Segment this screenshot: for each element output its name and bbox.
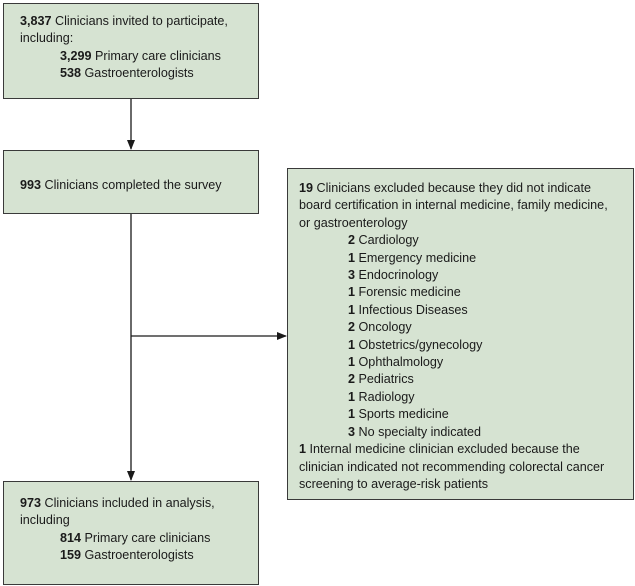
included-heading: 973 Clinicians included in analysis, (20, 495, 258, 512)
invited-count: 3,837 (20, 14, 52, 28)
excluded-item: 2 Oncology (299, 319, 627, 336)
excluded-item-label: No specialty indicated (358, 424, 482, 439)
excluded-item-count: 2 (348, 320, 356, 335)
invited-box: 3,837 Clinicians invited to participate,… (3, 3, 259, 99)
invited-heading: 3,837 Clinicians invited to participate, (20, 13, 258, 30)
excluded-second-line: screening to average-risk patients (299, 476, 489, 491)
excluded-item: 1 Obstetrics/gynecology (299, 337, 627, 354)
excluded-item: 3 No specialty indicated (299, 424, 627, 441)
excluded-text-line: or gastroenterology (299, 215, 408, 230)
included-box: 973 Clinicians included in analysis, inc… (3, 481, 259, 585)
invited-item-label: Gastroenterologists (84, 66, 194, 81)
excluded-item-label: Sports medicine (358, 407, 449, 422)
excluded-heading: 19 Clinicians excluded because they did … (299, 180, 627, 197)
excluded-second-line: clinician indicated not recommending col… (299, 459, 605, 474)
excluded-item-count: 3 (348, 268, 356, 283)
excluded-second-heading: 1 Internal medicine clinician excluded b… (299, 441, 627, 458)
completed-text: Clinicians completed the survey (44, 178, 222, 192)
excluded-item: 2 Pediatrics (299, 371, 627, 388)
invited-text2: including: (20, 31, 74, 46)
excluded-item-label: Radiology (358, 389, 415, 404)
excluded-item: 1 Forensic medicine (299, 284, 627, 301)
excluded-item-count: 1 (348, 355, 356, 370)
excluded-item-label: Endocrinology (358, 268, 439, 283)
excluded-item-label: Cardiology (358, 233, 419, 248)
completed-heading: 993 Clinicians completed the survey (20, 177, 258, 194)
invited-item: 3,299 Primary care clinicians (20, 48, 258, 65)
excluded-second-count: 1 (299, 442, 307, 457)
invited-item-count: 3,299 (60, 48, 92, 63)
excluded-second-line: Internal medicine clinician excluded bec… (309, 442, 580, 457)
excluded-item: 1 Radiology (299, 389, 627, 406)
excluded-item: 1 Sports medicine (299, 406, 627, 423)
invited-text: Clinicians invited to participate, (55, 14, 228, 28)
excluded-box: 19 Clinicians excluded because they did … (287, 168, 634, 500)
included-item-count: 814 (60, 530, 82, 545)
invited-item: 538 Gastroenterologists (20, 65, 258, 82)
excluded-item-count: 2 (348, 372, 356, 387)
excluded-text-line: board certification in internal medicine… (299, 198, 608, 213)
excluded-item-count: 1 (348, 302, 356, 317)
excluded-item: 1 Emergency medicine (299, 250, 627, 267)
excluded-count: 19 (299, 181, 314, 195)
excluded-item-count: 1 (348, 250, 356, 265)
included-text2: including (20, 513, 70, 528)
included-item: 159 Gastroenterologists (20, 547, 258, 564)
invited-item-count: 538 (60, 66, 82, 81)
excluded-item: 1 Infectious Diseases (299, 302, 627, 319)
completed-count: 993 (20, 178, 42, 192)
invited-item-label: Primary care clinicians (95, 48, 221, 63)
excluded-item: 1 Ophthalmology (299, 354, 627, 371)
included-text: Clinicians included in analysis, (44, 496, 215, 510)
excluded-item-count: 2 (348, 233, 356, 248)
included-item-label: Primary care clinicians (84, 530, 211, 545)
included-count: 973 (20, 496, 42, 510)
excluded-item-label: Infectious Diseases (358, 302, 468, 317)
excluded-item-label: Obstetrics/gynecology (358, 337, 483, 352)
excluded-item-label: Pediatrics (358, 372, 414, 387)
excluded-text-line: Clinicians excluded because they did not… (316, 181, 591, 195)
included-item-label: Gastroenterologists (84, 548, 194, 563)
excluded-item: 2 Cardiology (299, 232, 627, 249)
excluded-item-count: 3 (348, 424, 356, 439)
excluded-item-count: 1 (348, 389, 356, 404)
included-item-count: 159 (60, 548, 82, 563)
excluded-item-count: 1 (348, 337, 356, 352)
excluded-item-label: Forensic medicine (358, 285, 461, 300)
excluded-item-count: 1 (348, 285, 356, 300)
excluded-item-count: 1 (348, 407, 356, 422)
excluded-item-label: Ophthalmology (358, 355, 444, 370)
completed-box: 993 Clinicians completed the survey (3, 150, 259, 214)
excluded-item: 3 Endocrinology (299, 267, 627, 284)
excluded-item-label: Emergency medicine (358, 250, 477, 265)
included-item: 814 Primary care clinicians (20, 530, 258, 547)
excluded-item-label: Oncology (358, 320, 412, 335)
